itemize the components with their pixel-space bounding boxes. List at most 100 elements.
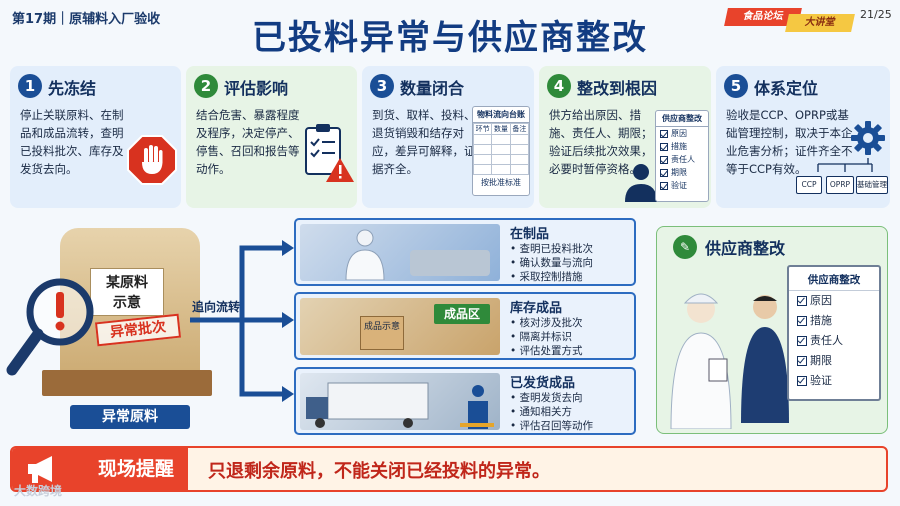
flow-title: 已发货成品 bbox=[510, 376, 576, 391]
reminder-label: 现场提醒 bbox=[12, 448, 188, 490]
flow-list: 查明发货去向 通知相关方 评估召回等动作 bbox=[510, 391, 594, 433]
person-icon bbox=[625, 164, 657, 202]
flow-list: 查明已投料批次 确认数量与流向 采取控制措施 bbox=[510, 242, 594, 284]
gear-icon bbox=[851, 121, 885, 155]
flow-item: 隔离并标识 bbox=[510, 330, 583, 344]
flow-title: 在制品 bbox=[510, 227, 550, 242]
flow-item: 采取控制措施 bbox=[510, 270, 593, 284]
reminder-text: 只退剩余原料，不能关闭已经投料的异常。 bbox=[208, 461, 550, 482]
step-body: 到货、取样、投料、退货销毁和结存对应，差异可解释，证据齐全。 bbox=[372, 108, 476, 176]
stock-photo: 成品区 成品示意 bbox=[300, 298, 500, 355]
flow-item: 查明发货去向 bbox=[510, 391, 593, 405]
onsite-reminder: 现场提醒 只退剩余原料，不能关闭已经投料的异常。 bbox=[10, 446, 888, 492]
rectify-board: 供应商整改 原因 措施 责任人 期限 验证 bbox=[787, 265, 881, 401]
tank-shape bbox=[410, 250, 490, 276]
step-number: 4 bbox=[547, 74, 571, 98]
ledger-title: 物料流向台账 bbox=[473, 107, 529, 123]
ledger-table: 环节数量备注 bbox=[472, 123, 530, 175]
abnormal-material-caption: 异常原料 bbox=[70, 405, 190, 429]
magnifier-warning-icon bbox=[6, 278, 94, 376]
hierarchy-connector bbox=[817, 158, 873, 172]
pallet bbox=[42, 370, 212, 396]
shipped-photo bbox=[300, 373, 500, 430]
step-title: 先冻结 bbox=[48, 79, 97, 98]
rectify-sheet-title: 供应商整改 bbox=[656, 111, 708, 127]
trace-label: 追向流转 bbox=[192, 300, 241, 314]
ledger-col: 备注 bbox=[509, 123, 530, 135]
step-card-system: 5 体系定位 验收是CCP、OPRP或基础管理控制，取决于本企业危害分析；证件齐… bbox=[716, 66, 890, 208]
board-item: 期限 bbox=[789, 351, 879, 371]
flow-arrows bbox=[190, 240, 294, 402]
step-card-impact: 2 评估影响 结合危害、暴露程度及程序，决定停产、停售、召回和报告等动作。 bbox=[186, 66, 357, 208]
board-title: 供应商整改 bbox=[789, 267, 879, 291]
forum-tag-text: 食品论坛 bbox=[741, 11, 785, 22]
ledger-col: 数量 bbox=[491, 123, 511, 135]
step-title: 数量闭合 bbox=[400, 79, 465, 98]
board-item: 责任人 bbox=[789, 331, 879, 351]
step-title: 整改到根因 bbox=[577, 79, 658, 98]
flow-row-shipped: 已发货成品 查明发货去向 通知相关方 评估召回等动作 bbox=[294, 367, 636, 435]
clipboard-icon: ✎ bbox=[673, 235, 697, 259]
page-number: 21/25 bbox=[860, 8, 892, 21]
flow-item: 评估召回等动作 bbox=[510, 419, 594, 433]
lecture-tag-text: 大讲堂 bbox=[803, 17, 837, 28]
ledger-footer: 按批准标准 bbox=[481, 178, 521, 187]
lecture-tag: 大讲堂 bbox=[785, 14, 855, 32]
truck-icon bbox=[306, 382, 429, 428]
step-body: 供方给出原因、措施、责任人、期限；验证后续批次效果，必要时暂停资格。 bbox=[549, 108, 653, 176]
step-title: 体系定位 bbox=[754, 79, 819, 98]
worker-icon bbox=[345, 229, 385, 280]
stop-hand-icon bbox=[127, 135, 177, 185]
step-number: 5 bbox=[724, 74, 748, 98]
step-card-quantity: 3 数量闭合 到货、取样、投料、退货销毁和结存对应，差异可解释，证据齐全。 物料… bbox=[362, 66, 534, 208]
supplier-rep-icon bbox=[741, 295, 789, 423]
board-item: 原因 bbox=[789, 291, 879, 311]
rectify-item: 责任人 bbox=[656, 153, 708, 166]
stock-zone-sign: 成品区 bbox=[434, 304, 490, 324]
step-card-freeze: 1 先冻结 停止关联原料、在制品和成品流转，查明已投料批次、库存及发货去向。 bbox=[10, 66, 181, 208]
step-number: 3 bbox=[370, 74, 394, 98]
inspector-icon bbox=[670, 293, 732, 429]
bag-label: 某原料 示意 bbox=[90, 268, 164, 316]
stock-box: 成品示意 bbox=[360, 316, 404, 350]
step-body: 验收是CCP、OPRP或基础管理控制，取决于本企业危害分析；证件齐全不等于CCP… bbox=[726, 108, 853, 176]
step-number: 2 bbox=[194, 74, 218, 98]
brand-watermark: 大数跨境 bbox=[14, 484, 63, 498]
flow-item: 查明已投料批次 bbox=[510, 242, 594, 256]
reminder-label-text: 现场提醒 bbox=[97, 458, 174, 480]
flow-item: 确认数量与流向 bbox=[510, 256, 594, 270]
bag-label-line: 示意 bbox=[113, 295, 141, 311]
material-bag: 某原料 示意 bbox=[60, 228, 200, 388]
megaphone-icon bbox=[28, 456, 52, 483]
ledger-col: 环节 bbox=[472, 123, 493, 135]
flow-title: 库存成品 bbox=[510, 301, 563, 316]
flow-item: 评估处置方式 bbox=[510, 344, 583, 358]
bag-label-line: 某原料 bbox=[106, 275, 148, 291]
page-title: 已投料异常与供应商整改 bbox=[252, 18, 648, 58]
ledger-sheet: 物料流向台账 环节数量备注 按批准标准 bbox=[472, 106, 530, 196]
step-card-root-cause: 4 整改到根因 供方给出原因、措施、责任人、期限；验证后续批次效果，必要时暂停资… bbox=[539, 66, 711, 208]
issue-label: 第17期｜原辅料入厂验收 bbox=[12, 12, 161, 27]
step-body: 停止关联原料、在制品和成品流转，查明已投料批次、库存及发货去向。 bbox=[20, 108, 124, 176]
forklift-worker-icon bbox=[460, 385, 494, 429]
board-item: 措施 bbox=[789, 311, 879, 331]
rectify-sheet: 供应商整改 原因 措施 责任人 期限 验证 bbox=[655, 110, 709, 202]
checklist-warning-icon bbox=[305, 124, 354, 182]
flow-item: 通知相关方 bbox=[510, 405, 593, 419]
wip-photo bbox=[300, 224, 500, 281]
rectify-item: 验证 bbox=[656, 179, 708, 192]
step-title: 评估影响 bbox=[224, 79, 289, 98]
rectify-item: 原因 bbox=[656, 127, 708, 140]
system-box-basic: 基础管理 bbox=[856, 176, 888, 194]
supplier-title: 供应商整改 bbox=[705, 239, 786, 258]
flow-list: 核对涉及批次 隔离并标识 评估处置方式 bbox=[510, 316, 583, 358]
rectify-item: 期限 bbox=[656, 166, 708, 179]
supplier-rectification-panel: ✎ 供应商整改 供应商整改 原因 措施 责任人 期限 验证 bbox=[656, 226, 888, 434]
rectify-item: 措施 bbox=[656, 140, 708, 153]
board-item: 验证 bbox=[789, 371, 879, 391]
system-box-ccp: CCP bbox=[796, 176, 822, 194]
step-body: 结合危害、暴露程度及程序，决定停产、停售、召回和报告等动作。 bbox=[196, 108, 300, 176]
flow-row-stock: 成品区 成品示意 库存成品 核对涉及批次 隔离并标识 评估处置方式 bbox=[294, 292, 636, 360]
flow-item: 核对涉及批次 bbox=[510, 316, 583, 330]
